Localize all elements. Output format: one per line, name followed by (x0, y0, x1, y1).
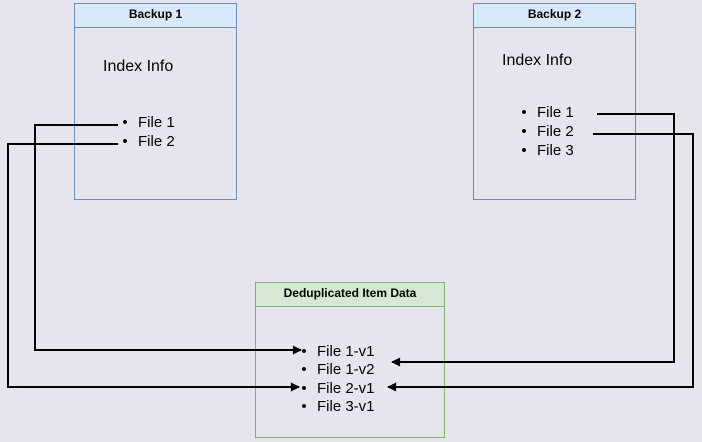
bullet-icon: • (301, 398, 307, 416)
backup1-box: Backup 1 Index Info • File 1 • File 2 (74, 3, 237, 200)
list-item: • File 1 (520, 103, 574, 122)
bullet-icon: • (301, 379, 307, 397)
deduplicated-item-data-box: Deduplicated Item Data • File 1-v1 • File 1… (255, 282, 445, 438)
bullet-icon: • (301, 361, 307, 379)
backup1-title: Backup 1 (75, 4, 236, 28)
list-item-label: File 1-v1 (317, 342, 375, 360)
bullet-icon: • (521, 142, 527, 159)
list-item: • File 2 (520, 122, 574, 141)
bullet-icon: • (521, 104, 527, 121)
list-item-label: File 3 (537, 142, 574, 159)
backup1-file-list: • File 1 • File 2 (121, 113, 175, 151)
list-item-label: File 2 (138, 133, 175, 150)
list-item: • File 2-v1 (300, 379, 375, 398)
list-item: • File 1 (121, 113, 175, 132)
dedup-file-list: • File 1-v1 • File 1-v2 • File 2-v1 • File 3-v1 (300, 342, 375, 417)
list-item-label: File 1-v2 (317, 361, 375, 379)
list-item-label: File 1 (537, 104, 574, 121)
backup2-box: Backup 2 Index Info • File 1 • File 2 • File … (473, 3, 636, 200)
list-item: • File 1-v1 (300, 342, 375, 361)
bullet-icon: • (122, 114, 128, 131)
list-item-label: File 2-v1 (317, 379, 375, 397)
bullet-icon: • (301, 342, 307, 360)
list-item-label: File 1 (138, 114, 175, 131)
bullet-icon: • (122, 133, 128, 150)
list-item: • File 1-v2 (300, 361, 375, 380)
deduplicated-item-data-title: Deduplicated Item Data (256, 283, 444, 307)
backup2-index-info-label: Index Info (502, 52, 573, 69)
bullet-icon: • (521, 123, 527, 140)
list-item: • File 3 (520, 141, 574, 160)
list-item-label: File 2 (537, 123, 574, 140)
backup2-title: Backup 2 (474, 4, 635, 28)
list-item-label: File 3-v1 (317, 398, 375, 416)
backup1-index-info-label: Index Info (103, 58, 174, 75)
backup2-file-list: • File 1 • File 2 • File 3 (520, 103, 574, 160)
list-item: • File 2 (121, 132, 175, 151)
list-item: • File 3-v1 (300, 398, 375, 417)
